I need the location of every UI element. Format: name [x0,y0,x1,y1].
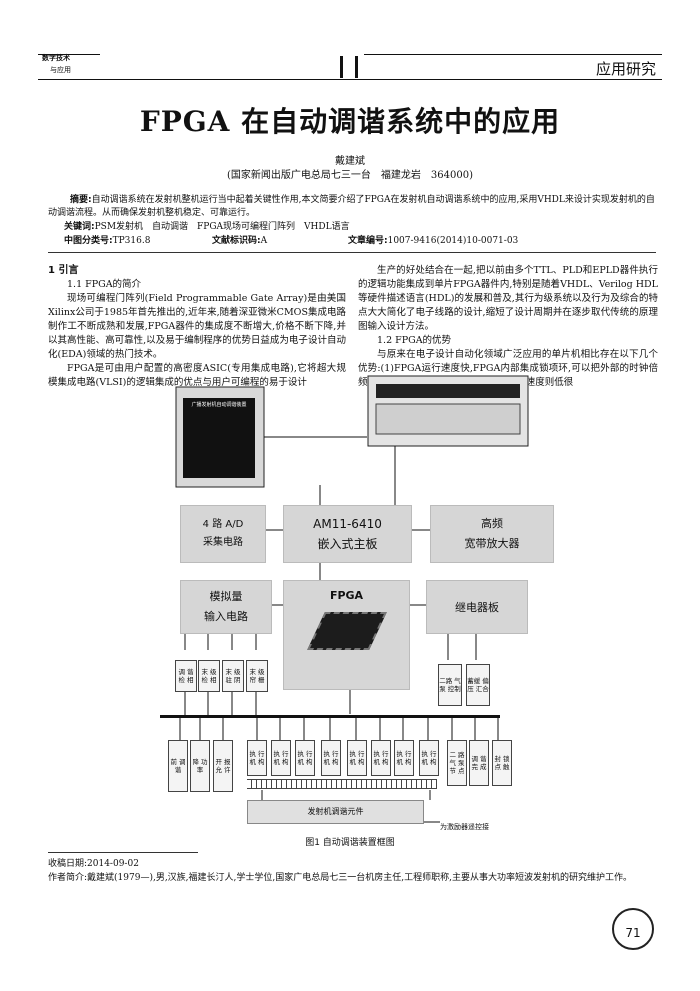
author-bio: 作者简介:戴建斌(1979—),男,汉族,福建长汀人,学士学位,国家广电总局七三… [48,873,632,883]
actuator-box-8: 执 行 机 构 [419,740,439,776]
actuator-box-2: 执 行 机 构 [271,740,291,776]
actuator-connector-strip [247,779,437,789]
input-box-1: 调 谐 检 相 [175,660,197,692]
hf-box-line1: 高频 [481,517,503,530]
article-no-value: 1007-9416(2014)10-0071-03 [387,236,519,246]
figure-caption: 图1 自动调谐装置框图 [305,838,395,848]
header-rule-top-left [38,54,100,55]
keywords-text: PSM发射机 自动调谐 FPGA现场可编程门阵列 VHDL语言 [94,222,350,232]
actuator-box-7: 执 行 机 构 [394,740,414,776]
abstract-text: 自动调谐系统在发射机整机运行当中起着关键性作用,本文简要介绍了FPGA在发射机自… [48,195,655,218]
ad-box-line2: 采集电路 [203,537,243,548]
analog-input-box: 模拟量 输入电路 [180,580,272,634]
fpga-box: FPGA [283,580,410,690]
body-column-right: 生产的好处结合在一起,把以前由多个TTL、PLD和EPLD器件执行的逻辑功能集成… [358,264,658,390]
header-bar-2 [355,56,358,78]
fpga-chip-icon [306,612,387,650]
page-number-badge: 71 [612,908,654,950]
control-screen-title: 广播发射机自动调谐装置 [191,402,247,408]
input-box-3: 末 级 驻 阴 [222,660,244,692]
actuator-box-5: 执 行 机 构 [347,740,367,776]
journal-name-line1: 数字技术 [42,53,70,62]
class-label: 中图分类号: [64,236,113,246]
hf-box-line2: 宽带放大器 [464,537,520,550]
received-date: 收稿日期:2014-09-02 [48,859,139,869]
analog-box-line2: 输入电路 [204,610,248,623]
abstract-separator [48,252,656,253]
author-name: 戴建斌 [335,156,365,167]
paragraph-4: 与原来在电子设计自动化领域广泛应用的单片机相比存在以下几个优势:(1)FPGA运… [358,349,658,388]
board-box-line2: 嵌入式主板 [317,537,378,551]
article-number: 文章编号:1007-9416(2014)10-0071-03 [348,233,518,246]
doc-code: 文献标识码:A [212,233,267,246]
header-bar-1 [340,56,343,78]
paragraph-2: FPGA是可由用户配置的高密度ASIC(专用集成电路),它将超大规模集成电路(V… [48,363,346,388]
footnote-separator [48,852,198,853]
input-box-4: 末 级 帘 栅 [246,660,268,692]
header-rule [38,79,662,80]
tuning-component-bar: 发射机调谐元件 [247,800,424,824]
relay-board-box: 继电器板 [426,580,528,634]
tuning-done-box: 调 谐 完 成 [469,740,489,786]
analog-box-line1: 模拟量 [209,590,243,603]
actuator-box-3: 执 行 机 构 [295,740,315,776]
subsection-heading-1-1: 1.1 FPGA的简介 [67,279,142,290]
hf-amplifier-box: 高频 宽带放大器 [430,505,554,563]
section-heading-1: 1 引言 [48,265,79,276]
abstract: 摘要:自动调谐系统在发射机整机运行当中起着关键性作用,本文简要介绍了FPGA在发… [48,194,658,220]
lock-box: 封 锁 点 触 [492,740,512,786]
actuator-box-1: 执 行 机 构 [247,740,267,776]
keywords-label: 关键词: [64,222,95,232]
subsection-heading-1-2: 1.2 FPGA的优势 [377,335,452,346]
actuator-box-4: 执 行 机 构 [321,740,341,776]
page-number: 71 [625,926,641,940]
keywords: 关键词:PSM发射机 自动调谐 FPGA现场可编程门阵列 VHDL语言 [64,219,350,232]
pump-control-box: 二路 气泵 控制 [438,664,462,706]
input-box-2: 末 级 检 相 [198,660,220,692]
classification: 中图分类号:TP316.8 [64,233,150,246]
bias-box: 蓄缓 偏压 汇合 [466,664,490,706]
article-title: FPGA 在自动调谐系统中的应用 [139,105,561,138]
abstract-label: 摘要: [70,195,92,205]
output-box-2: 降 功 率 [190,740,210,792]
actuator-box-6: 执 行 机 构 [371,740,391,776]
journal-name-line2: 与应用 [50,66,71,74]
exciter-remote-note: 为激励器遥控接 [440,823,489,831]
output-box-1: 前 调 谐 [168,740,188,792]
pump-node-box: 二 路 气 泵 节 点 [447,740,467,786]
class-value: TP316.8 [112,236,151,246]
body-column-left: 1 引言 1.1 FPGA的简介 现场可编程门阵列(Field Programm… [48,264,346,390]
doc-value: A [260,236,268,246]
header-rule-top-right [364,54,662,55]
board-box-line1: AM11-6410 [313,517,382,531]
paragraph-1: 现场可编程门阵列(Field Programmable Gate Array)是… [48,293,346,360]
ad-box-line1: 4 路 A/D [202,519,244,530]
embedded-board-box: AM11-6410 嵌入式主板 [283,505,412,563]
article-no-label: 文章编号: [348,236,388,246]
output-box-3: 开 报 允 许 [213,740,233,792]
ad-acquisition-box: 4 路 A/D 采集电路 [180,505,266,563]
affiliation: (国家新闻出版广电总局七三一台 福建龙岩 364000) [227,170,473,181]
relay-box-label: 继电器板 [455,601,499,614]
fpga-label: FPGA [329,589,364,602]
doc-label: 文献标识码: [212,236,261,246]
section-label: 应用研究 [595,60,656,78]
journal-logo: 数字技术 与应用 [38,52,100,86]
paragraph-3: 生产的好处结合在一起,把以前由多个TTL、PLD和EPLD器件执行的逻辑功能集成… [358,265,658,332]
